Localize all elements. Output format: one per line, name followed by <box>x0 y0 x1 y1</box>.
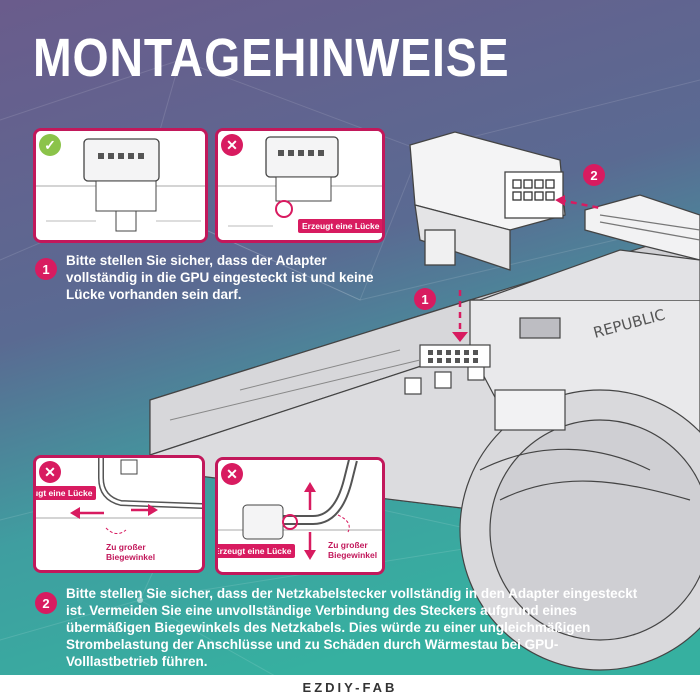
bend-angle-note: Zu großer Biegewinkel <box>328 540 378 560</box>
panel-bend-gap-right: ✕ Erzeugt eine Lücke Zu großer Biegewink… <box>215 457 385 575</box>
gap-tag: Erzeugt eine Lücke <box>218 544 296 558</box>
x-icon: ✕ <box>39 461 61 483</box>
instruction-1-text: Bitte stellen Sie sicher, dass der Adapt… <box>66 253 374 302</box>
panel-bend-gap-left: ✕ Erzeugt eine Lücke Zu großer Biegewink… <box>33 455 205 573</box>
gap-tag: Erzeugt eine Lücke <box>36 486 97 500</box>
instruction-2-number: 2 <box>35 592 57 614</box>
instruction-1-number: 1 <box>35 258 57 280</box>
gpu-marker-2: 2 <box>583 164 605 186</box>
x-icon: ✕ <box>221 463 243 485</box>
brand-name: EZDIY-FAB <box>302 680 398 695</box>
check-icon: ✓ <box>39 134 61 156</box>
bend-angle-note: Zu großer Biegewinkel <box>106 542 156 562</box>
adapter-illustration <box>409 131 700 271</box>
correct-insertion-illustration <box>36 131 205 240</box>
panel-gap-insertion: ✕ Erzeugt eine Lücke <box>215 128 385 243</box>
x-icon: ✕ <box>221 134 243 156</box>
panel-correct-insertion: ✓ <box>33 128 208 243</box>
gpu-marker-1: 1 <box>414 288 436 310</box>
instruction-2-text: Bitte stellen Sie sicher, dass der Netzk… <box>66 586 638 669</box>
page-title: MONTAGEHINWEISE <box>33 28 510 88</box>
footer: EZDIY-FAB <box>0 675 700 700</box>
bend-left-illustration <box>36 458 202 570</box>
gap-tag: Erzeugt eine Lücke <box>298 219 382 233</box>
